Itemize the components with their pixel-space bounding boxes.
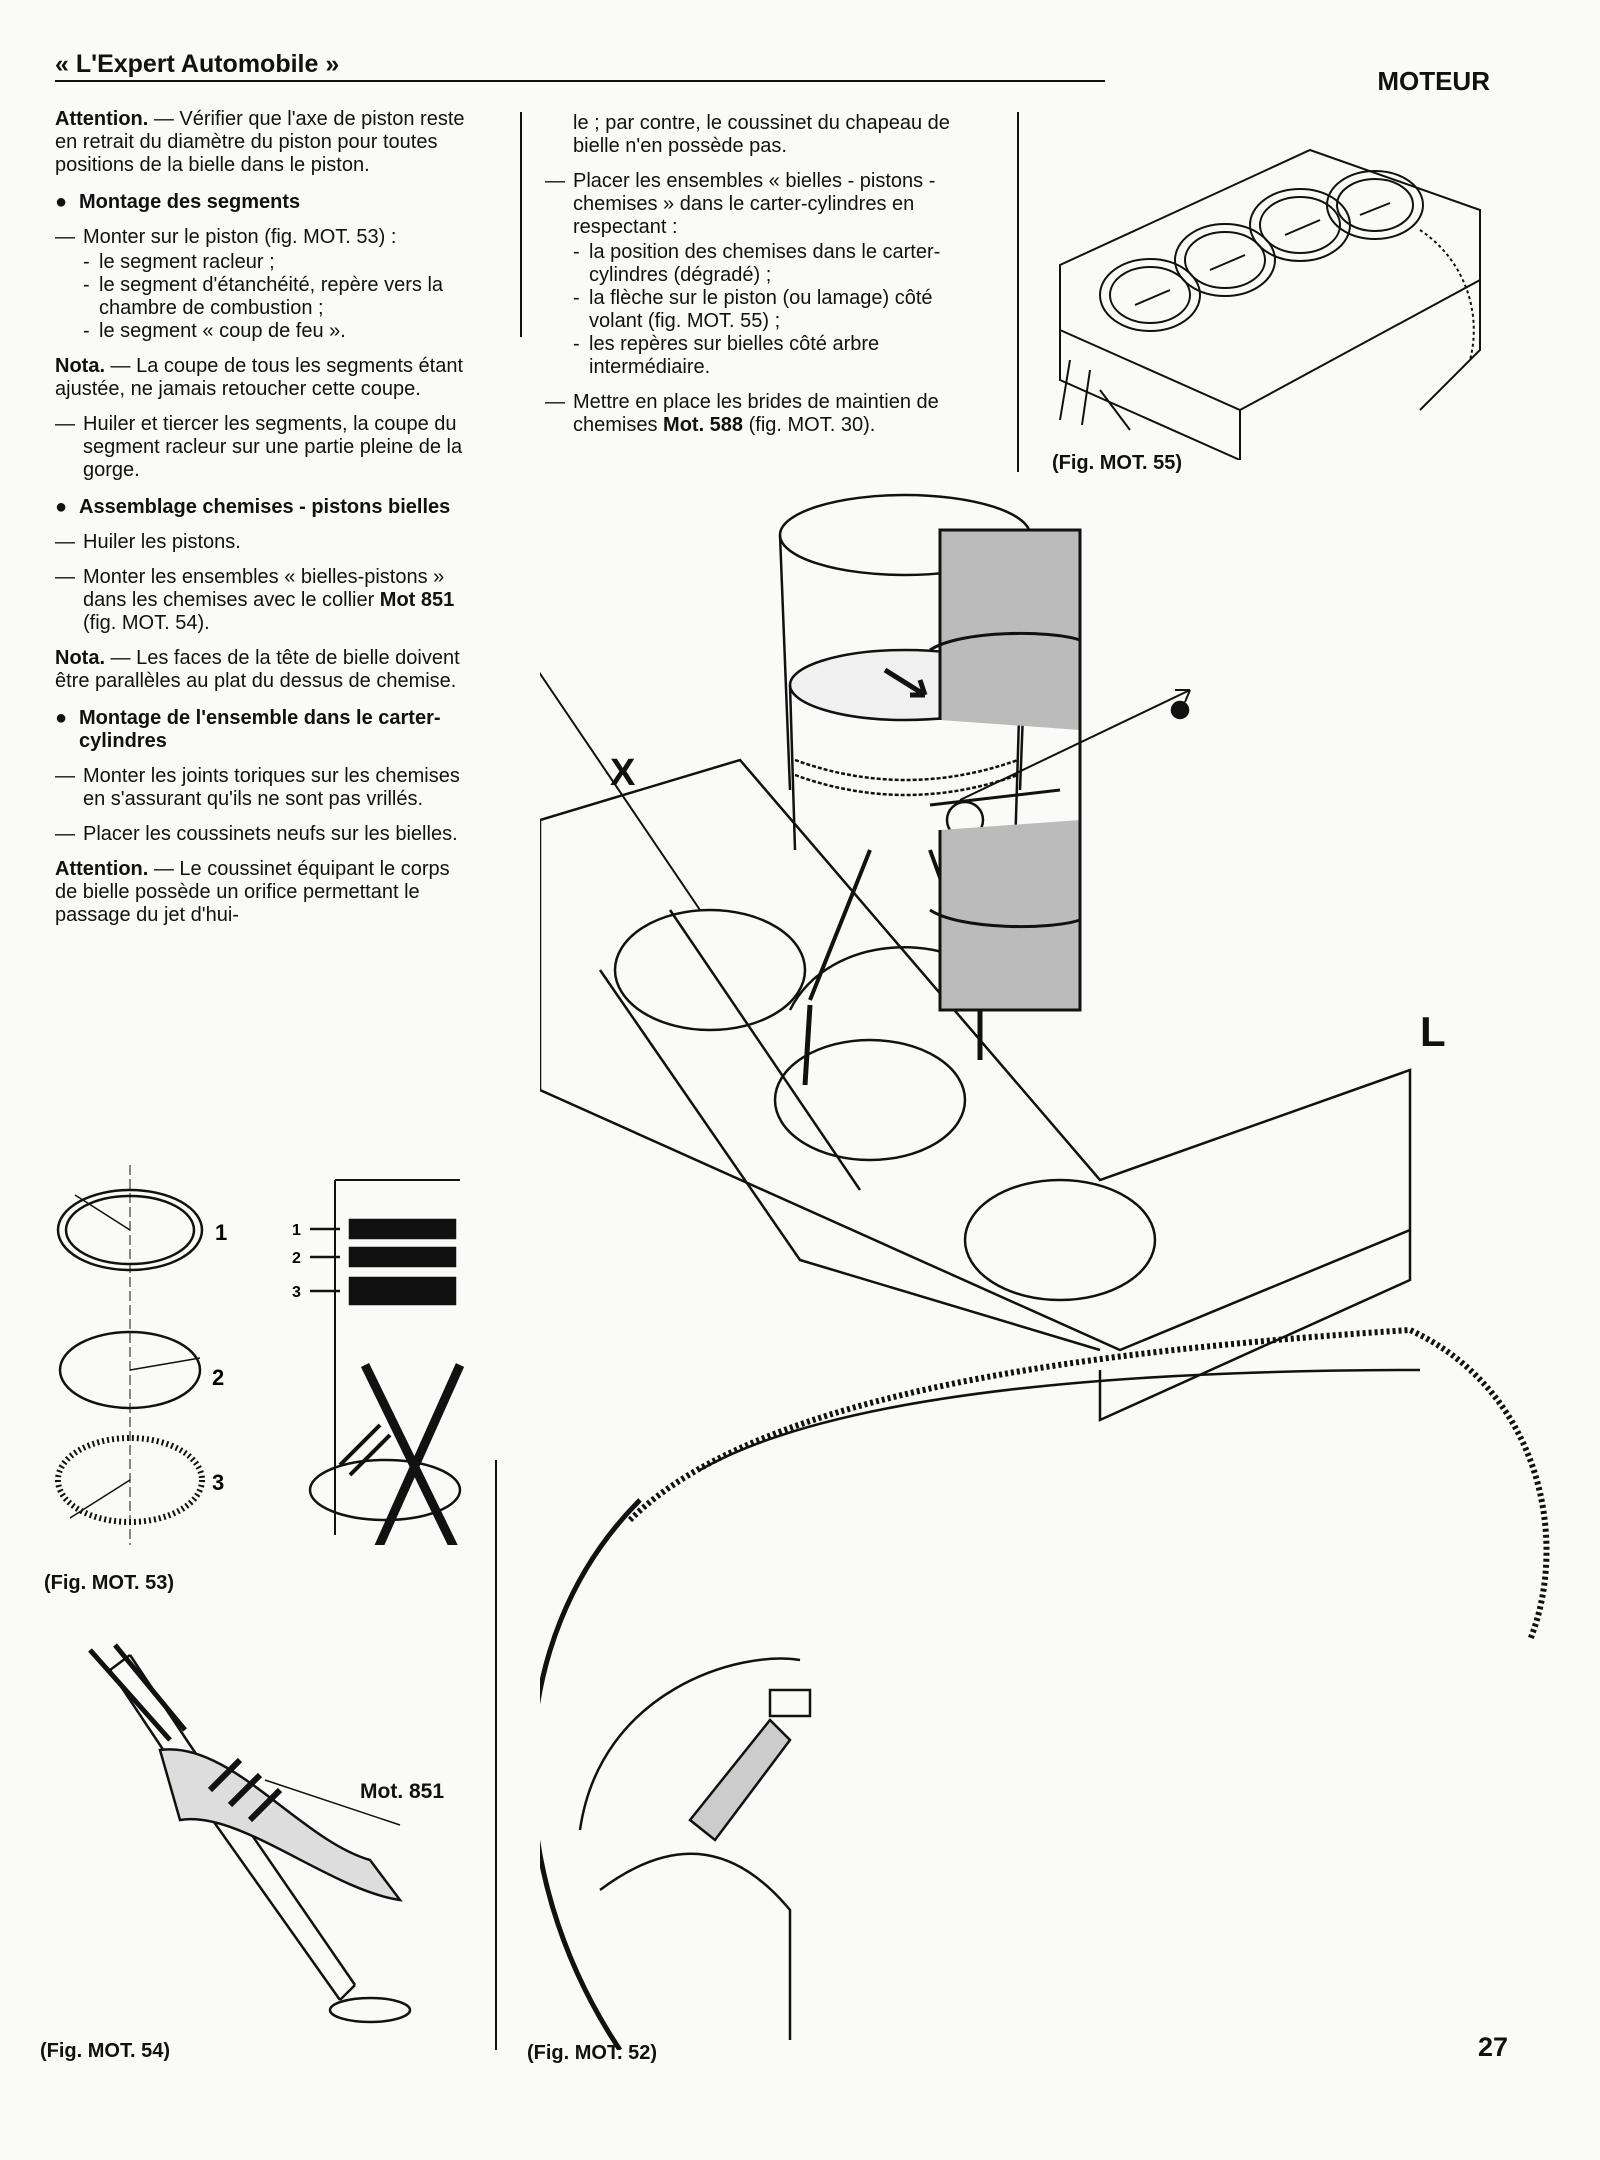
clamp-screws-icon: [207, 1757, 283, 1823]
caption-fig-54: (Fig. MOT. 54): [40, 2040, 170, 2062]
nota-paragraph-2: Nota. — Les faces de la tête de bielle d…: [55, 647, 460, 692]
rod-bolts-icon: [802, 1004, 983, 1086]
tool-leader-line: [264, 1779, 401, 1826]
detail-oil-hole: [688, 1718, 792, 1842]
tool-label-mot-851: Mot. 851: [360, 1780, 445, 1803]
x-pointer-line: [540, 671, 701, 911]
figure-mot-53-piston-rings: 1 2 3 1 2 3: [55, 1165, 465, 1545]
header-rule: [55, 80, 1105, 82]
step-brides: —Mettre en place les brides de maintien …: [545, 391, 939, 436]
piston-groove-profile: [334, 1179, 460, 1535]
middle-column: le ; par contre, le coussinet du chapeau…: [545, 112, 985, 449]
figure-mot-52-assembly: [540, 493, 1550, 2050]
cylinder-4-icon: [1326, 170, 1424, 240]
nota-paragraph-1: Nota. — La coupe de tous les segments ét…: [55, 355, 463, 400]
list-item: -le segment d'étanchéité, repère vers la…: [83, 274, 444, 319]
placer-list: -la position des chemises dans le carter…: [573, 241, 985, 379]
step-monter-segments: —Monter sur le piston (fig. MOT. 53) :: [55, 226, 397, 248]
step-coussinets: —Placer les coussinets neufs sur les bie…: [55, 823, 458, 845]
clamp-handle-icon: [88, 1643, 187, 1742]
block-bore-2-icon: [773, 1038, 967, 1162]
caption-fig-52: (Fig. MOT. 52): [527, 2042, 657, 2064]
groove-ring-3: [348, 1276, 457, 1306]
figure-mot-54-ring-compressor: [88, 1643, 412, 2024]
figure-mot-55-engine-block: [1059, 148, 1481, 460]
ring-label-3: 3: [212, 1470, 224, 1495]
caption-fig-55: (Fig. MOT. 55): [1052, 452, 1182, 474]
heading-montage-ensemble: ●Montage de l'ensemble dans le carter-cy…: [55, 707, 441, 752]
label-x: X: [610, 752, 636, 794]
list-item: -la position des chemises dans le carter…: [573, 241, 941, 286]
wrong-method-ring-icon: [308, 1458, 462, 1522]
page-number: 27: [1478, 2032, 1509, 2062]
block-front-face: [1098, 1230, 1412, 1422]
label-l: L: [1420, 1008, 1446, 1055]
piston-arrows: [1134, 202, 1391, 306]
ring-gap-arrows: [69, 1194, 201, 1519]
column-divider-top: [520, 112, 522, 337]
block-side: [1059, 330, 1241, 460]
detail-magnified-circle: [578, 1657, 801, 1831]
attention-paragraph-2: Attention. — Le coussinet équipant le co…: [55, 858, 450, 926]
ring-label-1: 1: [215, 1220, 227, 1245]
cylinder-1-icon: [1099, 258, 1201, 332]
flywheel-ring-gear-icon: [627, 1326, 1550, 1642]
crossed-out-icon: [360, 1363, 465, 1545]
step-monter-ensembles: —Monter les ensembles « bielles-pistons …: [55, 566, 455, 634]
list-item: -le segment racleur ;: [83, 251, 275, 273]
column-divider-right: [1017, 112, 1019, 472]
step-huiler-pistons: —Huiler les pistons.: [55, 531, 241, 553]
continuation-paragraph: le ; par contre, le coussinet du chapeau…: [573, 112, 950, 157]
liner-base: [328, 1996, 412, 2024]
groove-ring-1: [348, 1218, 457, 1240]
step-joints-toriques: —Monter les joints toriques sur les chem…: [55, 765, 460, 810]
segments-list: -le segment racleur ; -le segment d'étan…: [83, 251, 475, 343]
detail-leader-curve: [540, 1498, 642, 2050]
l-detail-leader: [959, 689, 1191, 801]
groove-label-1: 1: [292, 1222, 301, 1239]
list-item: -la flèche sur le piston (ou lamage) côt…: [573, 287, 933, 332]
ring-label-2: 2: [212, 1365, 224, 1390]
step-placer-ensembles: —Placer les ensembles « bielles - piston…: [545, 170, 936, 238]
liner-section-hatched: [938, 528, 1082, 730]
groove-arrows: [310, 1227, 340, 1293]
cylinder-2-icon: [1174, 223, 1276, 297]
flywheel-teeth: [1419, 229, 1475, 361]
groove-label-2: 2: [292, 1250, 301, 1267]
ring-1-icon: [56, 1188, 204, 1272]
block-front: [1419, 280, 1481, 411]
list-item: -le segment « coup de feu ».: [83, 320, 346, 342]
block-bore-3-icon: [963, 1178, 1157, 1302]
step-huiler-segments: —Huiler et tiercer les segments, la coup…: [55, 413, 463, 481]
list-item: -les repères sur bielles côté arbre inte…: [573, 333, 880, 378]
column-divider-bottom: [495, 1460, 497, 2050]
cylinder-block-deck: [540, 758, 1412, 1352]
heading-segments: ●Montage des segments: [55, 191, 301, 213]
caption-fig-53: (Fig. MOT. 53): [44, 1572, 174, 1594]
piston-arrow-icon: [883, 667, 928, 698]
l-detail-circle: [929, 631, 1081, 652]
section-title: MOTEUR: [1377, 66, 1490, 96]
hand-tool-icon: [338, 1423, 392, 1477]
ring-2-icon: [58, 1330, 202, 1410]
heading-assemblage: ●Assemblage chemises - pistons bielles: [55, 496, 451, 518]
attention-paragraph-1: Attention. — Vérifier que l'axe de pisto…: [55, 108, 465, 176]
block-studs: [1059, 359, 1131, 431]
groove-ring-2: [348, 1246, 457, 1268]
publication-title: « L'Expert Automobile »: [55, 50, 340, 78]
piston-ring-grooves: [794, 758, 1019, 797]
ring-3-icon: [55, 1435, 205, 1525]
block-bore-1-icon: [613, 908, 807, 1032]
groove-label-3: 3: [292, 1284, 301, 1301]
left-column: Attention. — Vérifier que l'axe de pisto…: [55, 108, 475, 939]
